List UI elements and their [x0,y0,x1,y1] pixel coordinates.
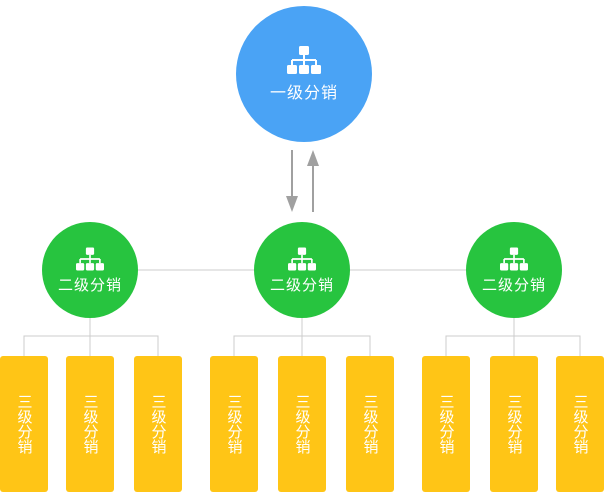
up-arrow-head [307,150,319,166]
level3-label: 三级分销 [15,394,34,454]
level3-box: 三级分销 [490,356,538,492]
level2-label: 二级分销 [269,275,334,294]
level3-label: 三级分销 [437,394,456,454]
hierarchy-icon [76,246,104,272]
group1-bracket [23,318,159,356]
level2-node: 二级分销 [42,222,138,318]
level3-label: 三级分销 [571,394,590,454]
hierarchy-icon [288,246,316,272]
hierarchy-icon [500,246,528,272]
level3-box: 三级分销 [210,356,258,492]
level3-box: 三级分销 [556,356,604,492]
level1-node: 一级分销 [236,6,372,142]
level3-label: 三级分销 [149,394,168,454]
level3-box: 三级分销 [66,356,114,492]
level2-label: 二级分销 [57,275,122,294]
level3-box: 三级分销 [278,356,326,492]
level2-node: 二级分销 [254,222,350,318]
up-down-arrows [286,150,319,212]
level3-label: 三级分销 [81,394,100,454]
level3-label: 三级分销 [293,394,312,454]
hierarchy-icon [287,45,321,75]
level3-label: 三级分销 [361,394,380,454]
level2-node: 二级分销 [466,222,562,318]
group2-bracket [233,318,371,356]
level3-box: 三级分销 [422,356,470,492]
level3-label: 三级分销 [505,394,524,454]
level2-label: 二级分销 [481,275,546,294]
level3-label: 三级分销 [225,394,244,454]
down-arrow-head [286,196,298,212]
level1-label: 一级分销 [269,83,338,102]
group3-bracket [445,318,581,356]
level3-box: 三级分销 [134,356,182,492]
level3-box: 三级分销 [346,356,394,492]
level3-box: 三级分销 [0,356,48,492]
